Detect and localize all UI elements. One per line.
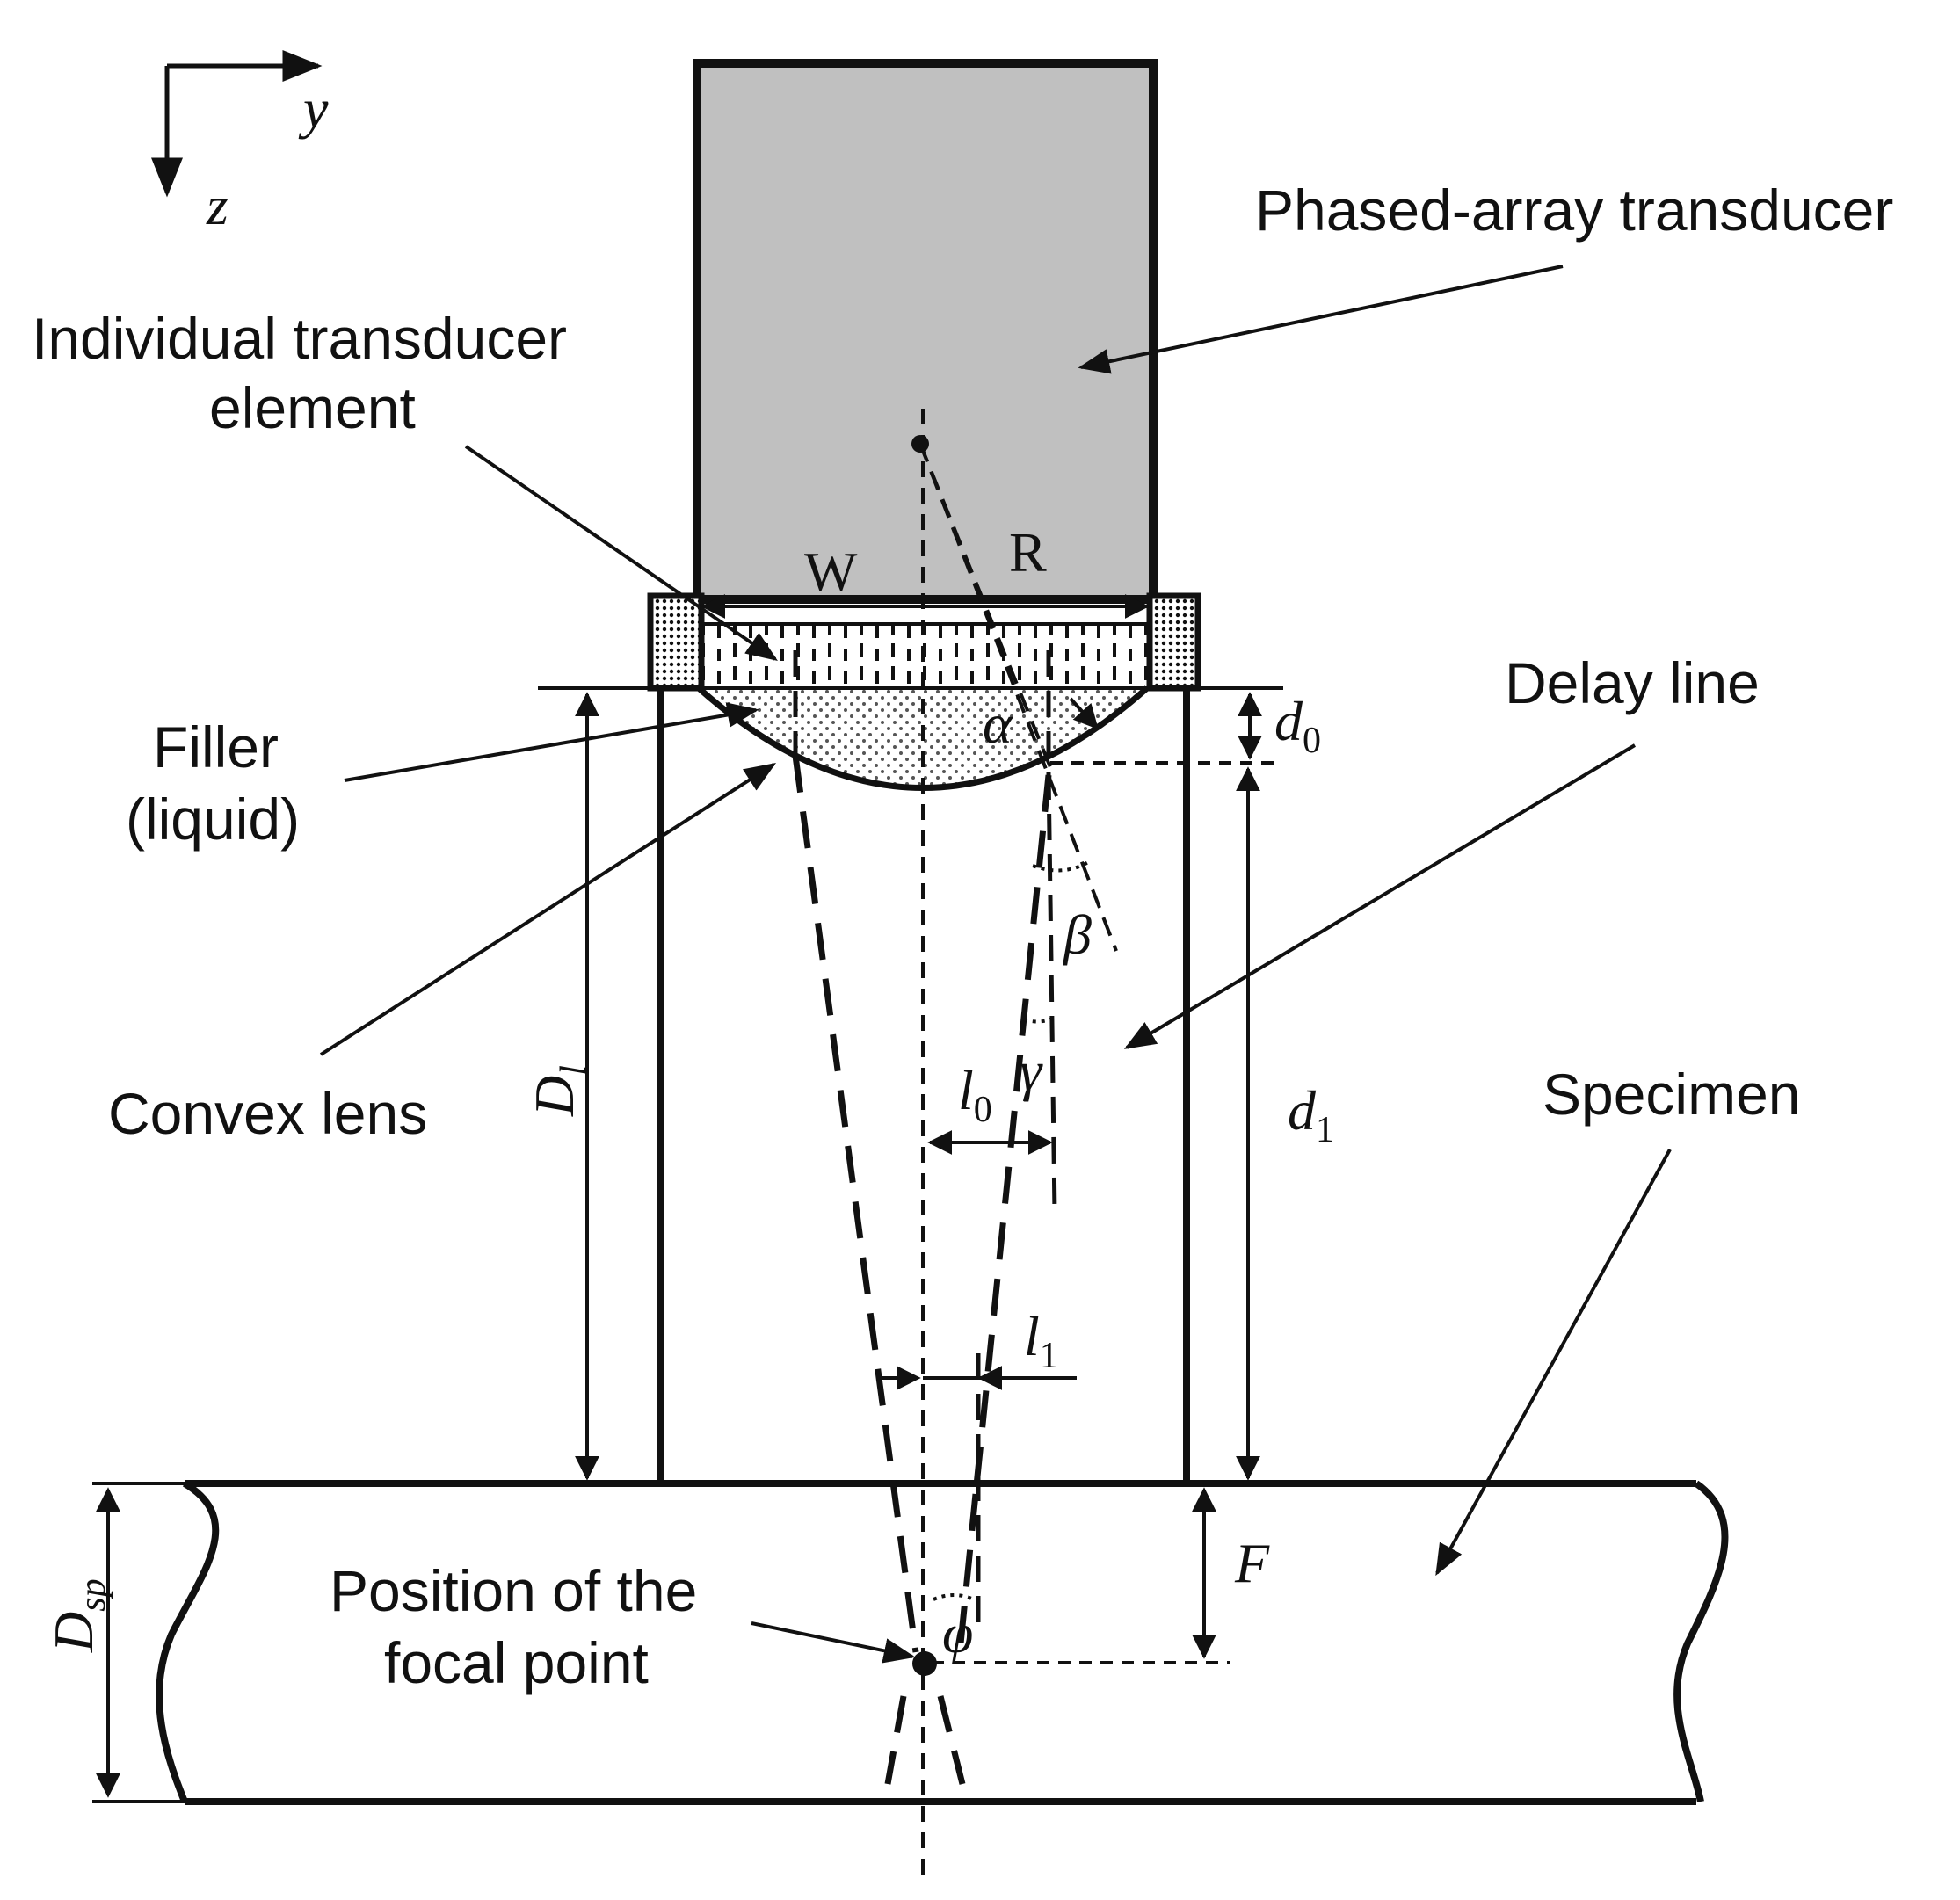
l1-label: l1 (1024, 1305, 1058, 1376)
gamma-label: γ (1020, 1040, 1043, 1102)
W-label: W (804, 540, 858, 603)
element-label-line2: element (209, 375, 416, 440)
Dsp-label: Dsp (42, 1578, 113, 1653)
phased-array-transducer-body (693, 59, 1158, 604)
element-normal-lines (793, 650, 1057, 1626)
R-label: R (1009, 521, 1047, 584)
element-label-line1: Individual transducer (32, 306, 567, 371)
alpha-label: α (983, 693, 1013, 755)
d0-label: d0 (1274, 690, 1321, 761)
axis-z-label: z (206, 174, 229, 236)
l0-label: l0 (958, 1059, 992, 1130)
beta-arc (1032, 859, 1092, 873)
filler-label-line1: Filler (153, 714, 279, 780)
axis-y-label: y (298, 77, 329, 140)
gamma-arc (1023, 1018, 1051, 1024)
phi-arc (933, 1593, 975, 1601)
focal-label-line1: Position of the (330, 1558, 697, 1623)
beta-label: β (1062, 903, 1092, 966)
convex-lens-label: Convex lens (108, 1081, 427, 1146)
transducer-label: Phased-array transducer (1255, 178, 1893, 243)
left-housing (647, 592, 705, 692)
focal-point (912, 1651, 937, 1676)
normal-extension-line (918, 443, 1118, 952)
focal-label-line2: focal point (384, 1630, 649, 1695)
d1-label: d1 (1288, 1079, 1334, 1150)
filler-label-line2: (liquid) (126, 787, 300, 852)
F-label: F (1234, 1532, 1270, 1594)
Dl-label: Dl (523, 1065, 594, 1117)
right-housing (1146, 592, 1201, 692)
specimen-body (156, 1480, 1729, 1805)
delay-line-label: Delay line (1505, 650, 1760, 715)
specimen-label: Specimen (1543, 1062, 1801, 1127)
phi-label: φ (942, 1602, 973, 1664)
callout-arrows (319, 265, 1672, 1664)
coordinate-axes (151, 50, 323, 198)
alpha-marker (1069, 697, 1099, 730)
